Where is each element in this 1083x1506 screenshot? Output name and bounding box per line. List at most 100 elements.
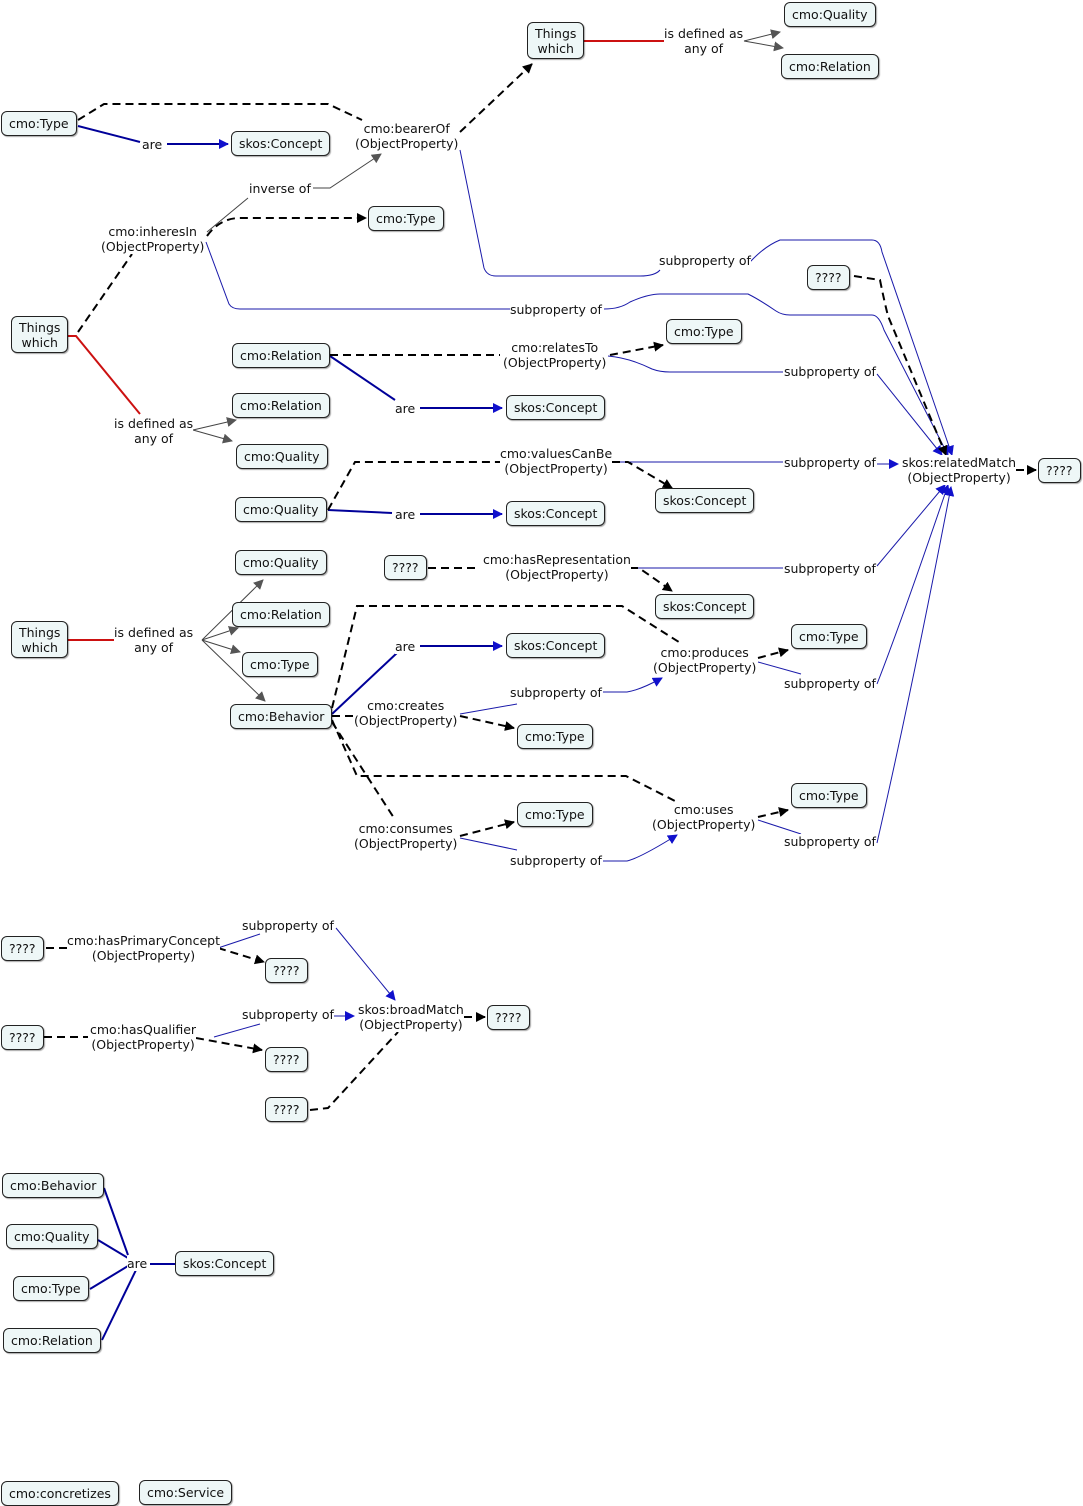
are-label: are [395,639,416,654]
broad-match-property: skos:broadMatch(ObjectProperty) [358,1002,464,1032]
are-label: are [395,507,416,522]
cmo-relation-node[interactable]: cmo:Relation [232,602,330,627]
unknown-node[interactable]: ???? [1038,458,1081,483]
property-name: cmo:hasQualifier [90,1022,197,1037]
cmo-type-node[interactable]: cmo:Type [242,652,318,677]
property-type: (ObjectProperty) [354,713,458,728]
are-label: are [142,137,163,152]
things-text: Things [19,625,61,640]
skos-concept-node[interactable]: skos:Concept [506,633,606,658]
property-name: cmo:inheresIn [108,224,197,239]
property-type: (ObjectProperty) [101,239,205,254]
property-type: (ObjectProperty) [354,836,458,851]
unknown-node[interactable]: ???? [807,265,850,290]
skos-concept-node[interactable]: skos:Concept [655,594,755,619]
property-name: cmo:creates [367,698,445,713]
cmo-relation-node[interactable]: cmo:Relation [3,1328,101,1353]
cmo-type-node[interactable]: cmo:Type [666,319,742,344]
property-type: (ObjectProperty) [907,470,1011,485]
property-type: (ObjectProperty) [355,136,459,151]
any-of-text: any of [134,640,174,655]
cmo-quality-node[interactable]: cmo:Quality [236,444,328,469]
property-name: cmo:valuesCanBe [500,446,613,461]
skos-concept-node[interactable]: skos:Concept [506,395,606,420]
subproperty-of-label: subproperty of [242,1007,334,1022]
cmo-type-node[interactable]: cmo:Type [791,783,867,808]
is-defined-as-text: is defined as [114,625,194,640]
unknown-node[interactable]: ???? [1,936,44,961]
cmo-quality-node[interactable]: cmo:Quality [235,497,327,522]
skos-concept-node[interactable]: skos:Concept [655,488,755,513]
things-text: Things [19,320,61,335]
cmo-concretizes-node[interactable]: cmo:concretizes [1,1481,119,1506]
property-name: skos:relatedMatch [902,455,1017,470]
subproperty-of-label: subproperty of [784,561,876,576]
bearer-of-property: cmo:bearerOf(ObjectProperty) [355,121,459,151]
cmo-relation-node[interactable]: cmo:Relation [232,393,330,418]
cmo-type-node[interactable]: cmo:Type [517,802,593,827]
are-label: are [127,1256,148,1271]
property-type: (ObjectProperty) [91,948,196,963]
property-name: skos:broadMatch [358,1002,464,1017]
skos-concept-node[interactable]: skos:Concept [506,501,606,526]
subproperty-of-label: subproperty of [242,918,334,933]
cmo-relation-node[interactable]: cmo:Relation [232,343,330,368]
cmo-relation-node[interactable]: cmo:Relation [781,54,879,79]
cmo-behavior-node[interactable]: cmo:Behavior [2,1173,105,1198]
cmo-type-node[interactable]: cmo:Type [13,1276,89,1301]
subproperty-of-label: subproperty of [510,853,602,868]
creates-property: cmo:creates(ObjectProperty) [354,698,458,728]
cmo-quality-node[interactable]: cmo:Quality [6,1224,98,1249]
skos-concept-node[interactable]: skos:Concept [231,131,331,156]
property-type: (ObjectProperty) [653,660,757,675]
property-type: (ObjectProperty) [504,461,608,476]
property-name: cmo:hasPrimaryConcept [67,933,221,948]
relates-to-property: cmo:relatesTo(ObjectProperty) [503,340,607,370]
any-of-text: any of [684,41,724,56]
cmo-service-node[interactable]: cmo:Service [139,1480,233,1505]
related-match-property: skos:relatedMatch(ObjectProperty) [902,455,1017,485]
consumes-property: cmo:consumes(ObjectProperty) [354,821,458,851]
which-text: which [537,41,574,56]
property-name: cmo:bearerOf [363,121,450,136]
produces-property: cmo:produces(ObjectProperty) [653,645,757,675]
are-label: are [395,401,416,416]
has-representation-property: cmo:hasRepresentation(ObjectProperty) [483,552,631,582]
property-name: cmo:produces [660,645,749,660]
cmo-behavior-node[interactable]: cmo:Behavior [230,704,333,729]
unknown-node[interactable]: ???? [265,1047,308,1072]
skos-concept-node[interactable]: skos:Concept [175,1251,275,1276]
property-name: cmo:relatesTo [511,340,599,355]
values-can-be-property: cmo:valuesCanBe(ObjectProperty) [500,446,613,476]
inheres-in-property: cmo:inheresIn(ObjectProperty) [101,224,205,254]
uses-property: cmo:uses(ObjectProperty) [652,802,756,832]
cmo-quality-node[interactable]: cmo:Quality [784,2,876,27]
property-type: (ObjectProperty) [503,355,607,370]
inverse-of-label: inverse of [249,181,311,196]
property-type: (ObjectProperty) [91,1037,195,1052]
subproperty-of-label: subproperty of [784,364,876,379]
is-defined-as-text: is defined as [664,26,744,41]
cmo-type-node[interactable]: cmo:Type [368,206,444,231]
cmo-type-node[interactable]: cmo:Type [791,624,867,649]
unknown-node[interactable]: ???? [384,555,427,580]
cmo-type-node[interactable]: cmo:Type [1,111,77,136]
unknown-node[interactable]: ???? [265,1097,308,1122]
cmo-type-node[interactable]: cmo:Type [517,724,593,749]
unknown-node[interactable]: ???? [487,1005,530,1030]
unknown-node[interactable]: ???? [1,1025,44,1050]
subproperty-of-label: subproperty of [510,302,602,317]
which-text: which [21,335,58,350]
cmo-quality-node[interactable]: cmo:Quality [235,550,327,575]
property-name: cmo:hasRepresentation [483,552,631,567]
property-type: (ObjectProperty) [359,1017,463,1032]
subproperty-of-label: subproperty of [659,253,751,268]
unknown-node[interactable]: ???? [265,958,308,983]
property-type: (ObjectProperty) [652,817,756,832]
